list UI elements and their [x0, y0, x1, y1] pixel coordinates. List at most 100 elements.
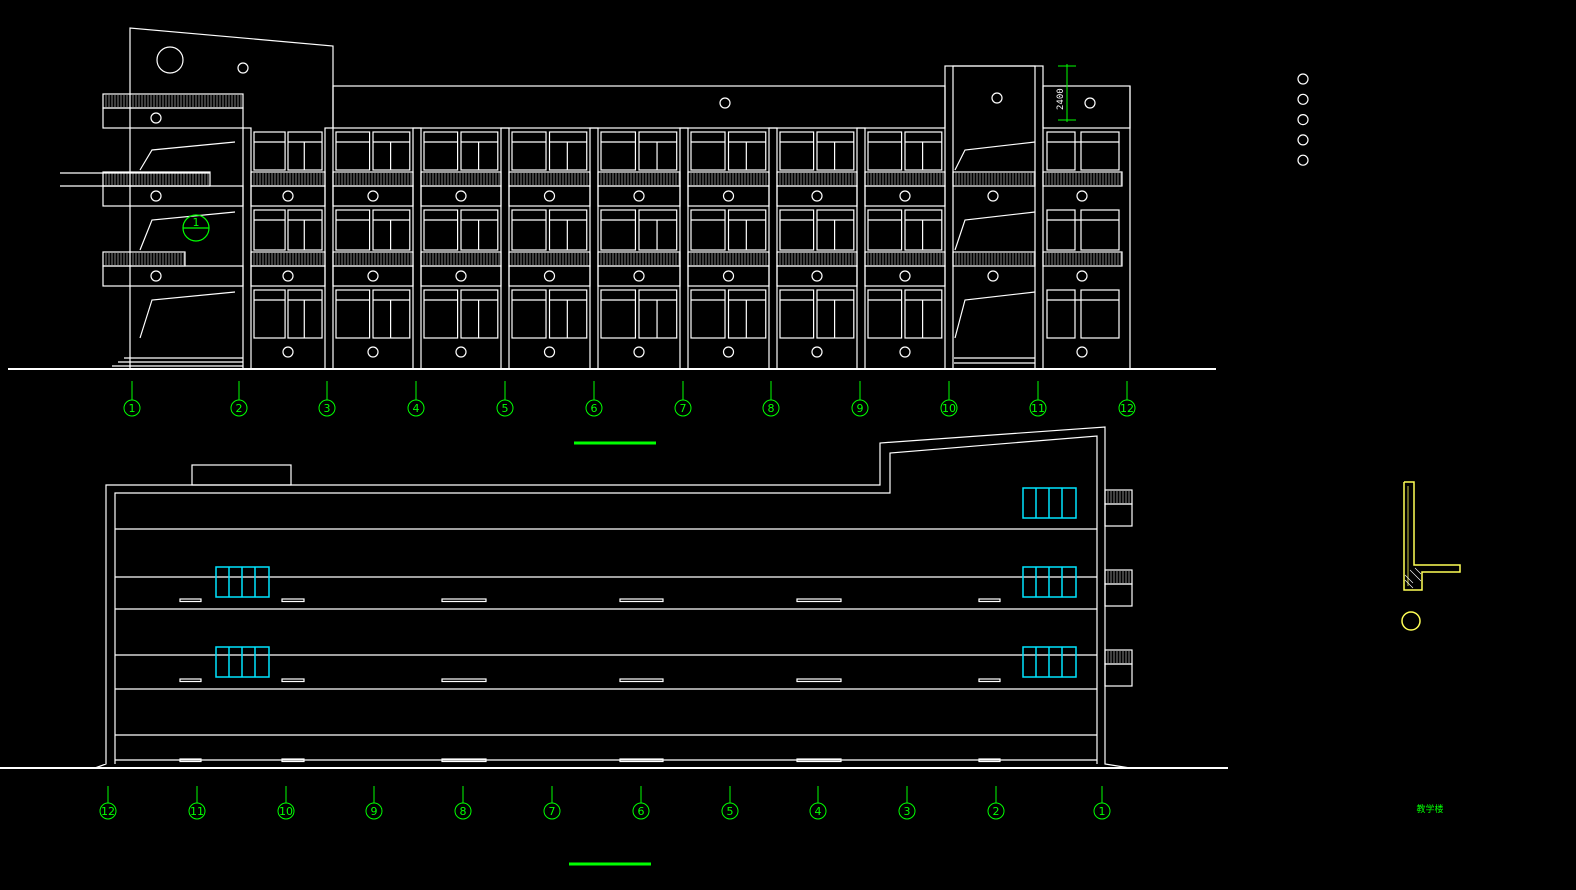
axis-bubble: [898, 802, 916, 820]
tower-small-vent: [237, 62, 249, 74]
balcony-end-slab: [1104, 503, 1133, 527]
balcony-end-railing: [1104, 649, 1133, 665]
stair-diagonal: [954, 211, 1036, 251]
window-frame: [335, 209, 371, 251]
axis-label-8: 8: [460, 805, 467, 818]
balcony-railing: [952, 171, 1036, 187]
window-frame: [816, 131, 855, 171]
slot-window: [179, 758, 202, 763]
structural-column: [242, 127, 252, 370]
slot-window: [179, 678, 202, 683]
balcony-slab: [597, 185, 681, 207]
axis-bubble: [674, 399, 692, 417]
rear-inner-outline: [114, 435, 1098, 764]
drain-outlet: [633, 270, 645, 282]
window-frame: [638, 131, 678, 171]
slot-window: [179, 598, 202, 603]
front-bays: [139, 127, 1123, 370]
window-frame: [690, 131, 726, 171]
structural-column: [768, 127, 778, 370]
roof-vent: [719, 97, 731, 109]
axis-label-9: 9: [857, 402, 864, 415]
axis-bubble: [851, 399, 869, 417]
slot-window: [281, 758, 305, 763]
drain-outlet: [150, 270, 162, 282]
rear-floor-lines: [115, 528, 1097, 761]
drain-outlet: [811, 190, 823, 202]
window-frame: [335, 131, 371, 171]
window-frame: [1046, 209, 1076, 251]
drain-outlet: [811, 270, 823, 282]
axis-bubble: [632, 802, 650, 820]
window-frame: [287, 289, 323, 339]
window-frame: [690, 209, 726, 251]
balcony-slab: [420, 185, 502, 207]
window-frame: [287, 131, 323, 171]
drain-outlet: [633, 190, 645, 202]
balcony-railing: [597, 171, 681, 187]
window-frame: [423, 209, 459, 251]
balcony-slab: [864, 185, 946, 207]
balcony-end-railing: [1104, 569, 1133, 585]
axis-bubble: [762, 399, 780, 417]
slot-window: [978, 758, 1001, 763]
axis-label-10: 10: [279, 805, 293, 818]
axis-bubble: [585, 399, 603, 417]
structural-column: [500, 127, 510, 370]
drain-outlet: [367, 190, 379, 202]
right-tower-vent: [991, 92, 1003, 104]
slot-window: [978, 678, 1001, 683]
balcony-slab: [332, 185, 414, 207]
window-frame: [253, 289, 286, 339]
dimension-text: 2400: [1056, 88, 1066, 110]
balcony-railing: [952, 251, 1036, 267]
stair-diagonal: [139, 211, 236, 251]
window-frame: [727, 131, 767, 171]
window-frame: [600, 289, 637, 339]
window-frame: [548, 131, 588, 171]
axis-label-1: 1: [1099, 805, 1106, 818]
window-frame: [253, 131, 286, 171]
legend-marker: [1297, 93, 1309, 105]
right-stair-tower: [944, 65, 1044, 370]
balcony-slab: [102, 185, 244, 207]
plinth-vent: [367, 346, 379, 358]
balcony-slab: [250, 185, 326, 207]
axis-bubble: [188, 802, 206, 820]
plinth-vent: [543, 346, 556, 358]
drain-outlet: [899, 190, 911, 202]
slot-window: [796, 598, 842, 603]
tower-round-window: [156, 46, 184, 74]
window-frame: [460, 131, 499, 171]
detail-marker-number: 1: [193, 216, 200, 229]
drain-outlet: [899, 270, 911, 282]
window-frame: [548, 209, 588, 251]
axis-bubble: [99, 802, 117, 820]
plinth-vent: [899, 346, 911, 358]
structural-column: [679, 127, 689, 370]
slot-window: [619, 758, 664, 763]
drain-outlet: [367, 270, 379, 282]
slot-window: [281, 598, 305, 603]
rear-balcony-ends: [1104, 489, 1133, 687]
legend-marker: [1297, 113, 1309, 126]
window-frame: [1080, 131, 1120, 171]
axis-bubble: [1029, 399, 1047, 417]
window-frame: [867, 131, 903, 171]
slot-window: [796, 758, 842, 763]
rear-outline: [94, 426, 1131, 769]
stair-diagonal: [954, 141, 1036, 171]
drawing-caption: 教学楼: [1416, 803, 1443, 815]
window-frame: [253, 209, 286, 251]
end-bay-vent: [1084, 97, 1096, 109]
balcony-slab: [102, 265, 244, 287]
slot-window: [441, 598, 487, 603]
axis-bubble: [454, 802, 472, 820]
slot-window: [619, 598, 664, 603]
window-frame: [372, 209, 411, 251]
balcony-end-slab: [1104, 663, 1133, 687]
axis-bubble: [496, 399, 514, 417]
axis-label-5: 5: [727, 805, 734, 818]
left-balconies: [102, 93, 244, 287]
